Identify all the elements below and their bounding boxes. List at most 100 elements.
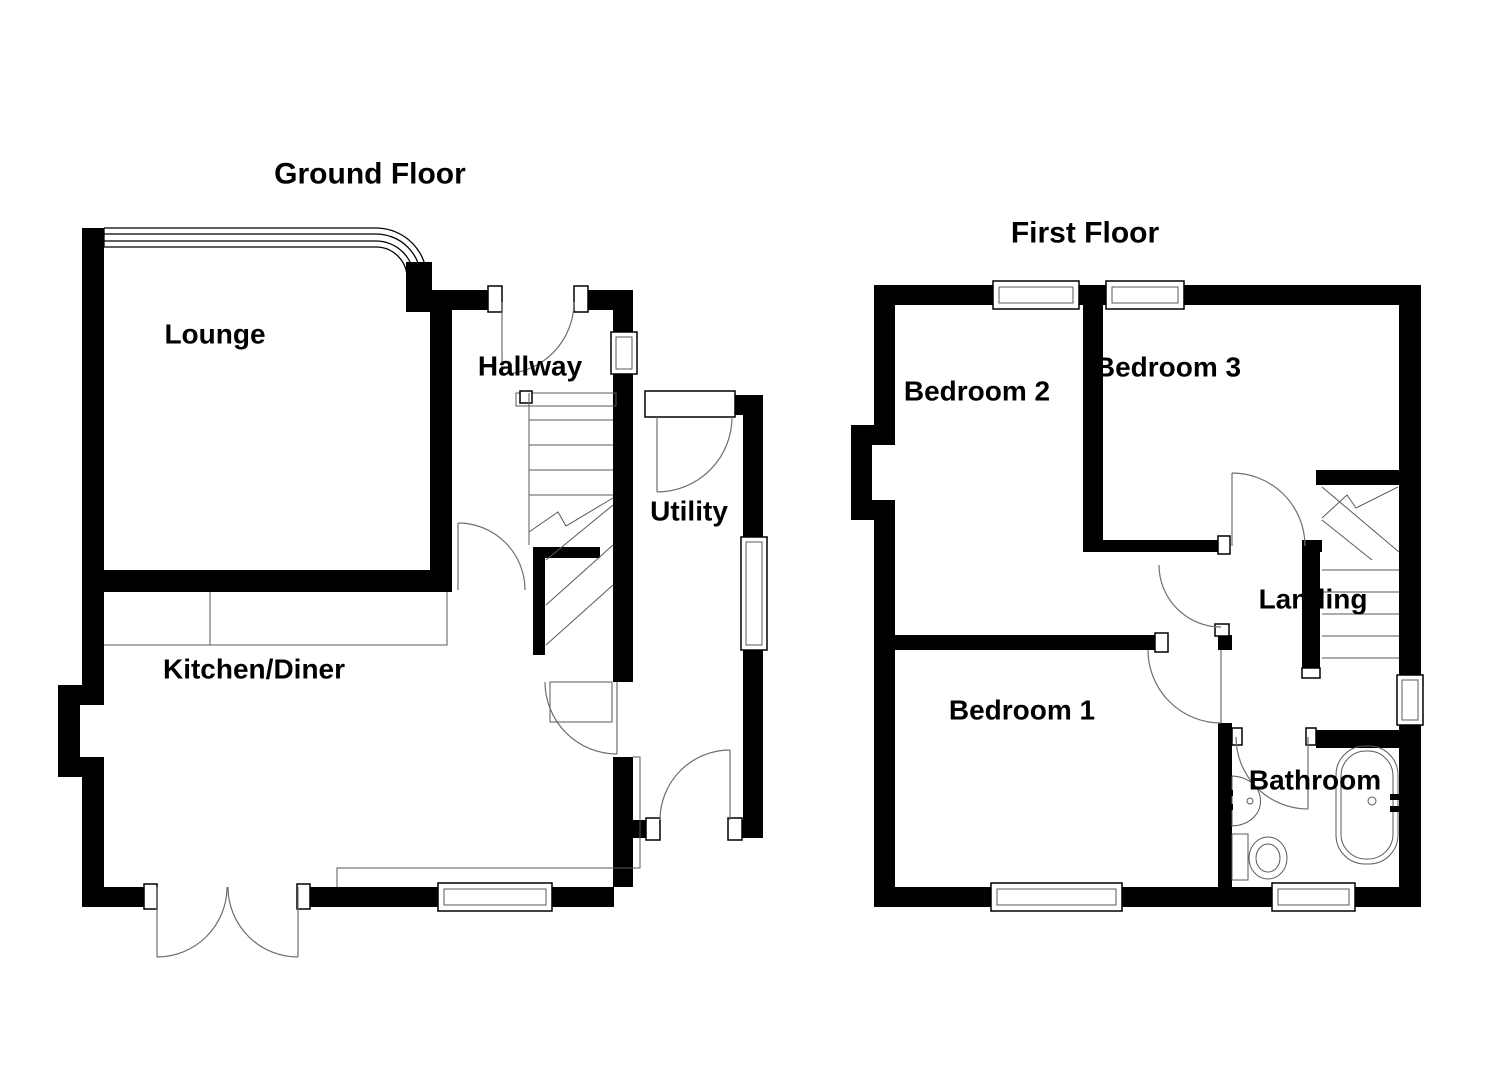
toilet-cistern xyxy=(1231,833,1249,881)
door-arc xyxy=(1235,736,1309,810)
first-floor-title: First Floor xyxy=(1011,217,1160,250)
room-label-bedroom1: Bedroom 1 xyxy=(949,695,1095,726)
stair-winder xyxy=(545,504,614,561)
wall xyxy=(613,838,633,887)
door-jamb xyxy=(1217,535,1231,555)
wall xyxy=(613,757,633,820)
bay-window xyxy=(104,240,415,296)
stair-landing xyxy=(515,392,617,407)
stair-break-line xyxy=(528,497,614,533)
door-arc xyxy=(544,681,618,755)
room-label-bathroom: Bathroom xyxy=(1249,765,1381,796)
window xyxy=(615,336,633,370)
door-arc xyxy=(659,749,731,821)
wall xyxy=(82,777,104,907)
french-door-arc xyxy=(156,886,228,958)
door-arc xyxy=(457,522,526,591)
door-arc xyxy=(1147,649,1222,724)
wall xyxy=(874,305,895,425)
wall xyxy=(613,372,633,682)
stair-winder xyxy=(545,544,614,606)
door-jamb xyxy=(1154,632,1169,653)
wall xyxy=(613,290,633,334)
understairs-wall xyxy=(533,547,600,558)
room-label-hallway: Hallway xyxy=(478,351,583,382)
wall xyxy=(82,228,104,685)
wall xyxy=(104,570,452,592)
room-label-landing: Landing xyxy=(1259,584,1368,615)
wall xyxy=(1083,305,1103,552)
wall xyxy=(1316,470,1399,485)
first-floor-plan: First Floor Bedroom 2 Bedroom 3 Bedroom … xyxy=(851,217,1424,912)
wall xyxy=(742,820,763,838)
kitchen-counter xyxy=(104,592,448,646)
window xyxy=(1271,882,1356,912)
room-label-bedroom3: Bedroom 3 xyxy=(1095,352,1241,383)
wall xyxy=(1302,540,1322,552)
window xyxy=(996,888,1117,906)
window xyxy=(990,882,1123,912)
door-frame xyxy=(644,390,736,418)
window xyxy=(443,888,547,906)
wall xyxy=(743,650,763,820)
sink-tap xyxy=(1224,790,1233,796)
room-label-utility: Utility xyxy=(650,496,728,527)
door-jamb xyxy=(296,883,311,910)
stair-newel xyxy=(1301,667,1321,679)
sink-drain xyxy=(1246,797,1254,805)
window xyxy=(1111,286,1179,304)
door-jamb xyxy=(727,817,743,841)
room-label-bedroom2: Bedroom 2 xyxy=(904,376,1050,407)
door-arc xyxy=(656,416,733,493)
window xyxy=(998,286,1074,304)
door-jamb xyxy=(143,883,158,910)
window xyxy=(745,541,763,646)
bath-drain xyxy=(1367,796,1377,806)
sink-tap xyxy=(1224,804,1233,810)
bath-tap xyxy=(1390,806,1401,812)
understairs-cupboard xyxy=(549,681,613,723)
bay-window xyxy=(104,246,408,296)
wall xyxy=(874,520,895,887)
wall xyxy=(406,262,432,312)
door-jamb xyxy=(1305,727,1317,746)
room-label-kitchen-diner: Kitchen/Diner xyxy=(163,654,345,685)
window xyxy=(1401,679,1419,721)
window xyxy=(740,536,768,651)
wall xyxy=(735,395,763,415)
wall xyxy=(1218,635,1232,650)
understairs-wall xyxy=(533,547,545,655)
wall xyxy=(743,415,763,537)
bath-tap xyxy=(1390,794,1401,800)
ground-floor-plan: Ground Floor Lounge Hallway Utility Kitc… xyxy=(58,158,768,958)
wall xyxy=(452,290,490,310)
wall xyxy=(1316,730,1399,748)
toilet xyxy=(1255,843,1281,873)
wall xyxy=(430,290,452,590)
stair-winder xyxy=(545,584,614,646)
window xyxy=(992,280,1080,310)
stair-newel xyxy=(519,390,533,404)
window xyxy=(1396,674,1424,726)
wall xyxy=(1302,552,1320,670)
window xyxy=(610,331,638,375)
door-jamb xyxy=(645,817,661,841)
bay-window xyxy=(104,233,422,296)
bay-window xyxy=(104,227,428,296)
french-door-arc xyxy=(227,886,299,958)
stair-break-line xyxy=(1321,486,1399,519)
wall xyxy=(895,635,1157,650)
bathtub xyxy=(1335,745,1399,865)
stair-winder xyxy=(1321,519,1373,561)
wall xyxy=(310,887,440,907)
room-label-lounge: Lounge xyxy=(164,319,265,350)
wall xyxy=(1399,305,1421,887)
wall xyxy=(88,887,146,907)
front-door-arc xyxy=(501,301,575,375)
window xyxy=(1105,280,1185,310)
chimney-breast xyxy=(851,425,895,520)
toilet xyxy=(1248,836,1288,880)
sink xyxy=(1231,775,1261,827)
